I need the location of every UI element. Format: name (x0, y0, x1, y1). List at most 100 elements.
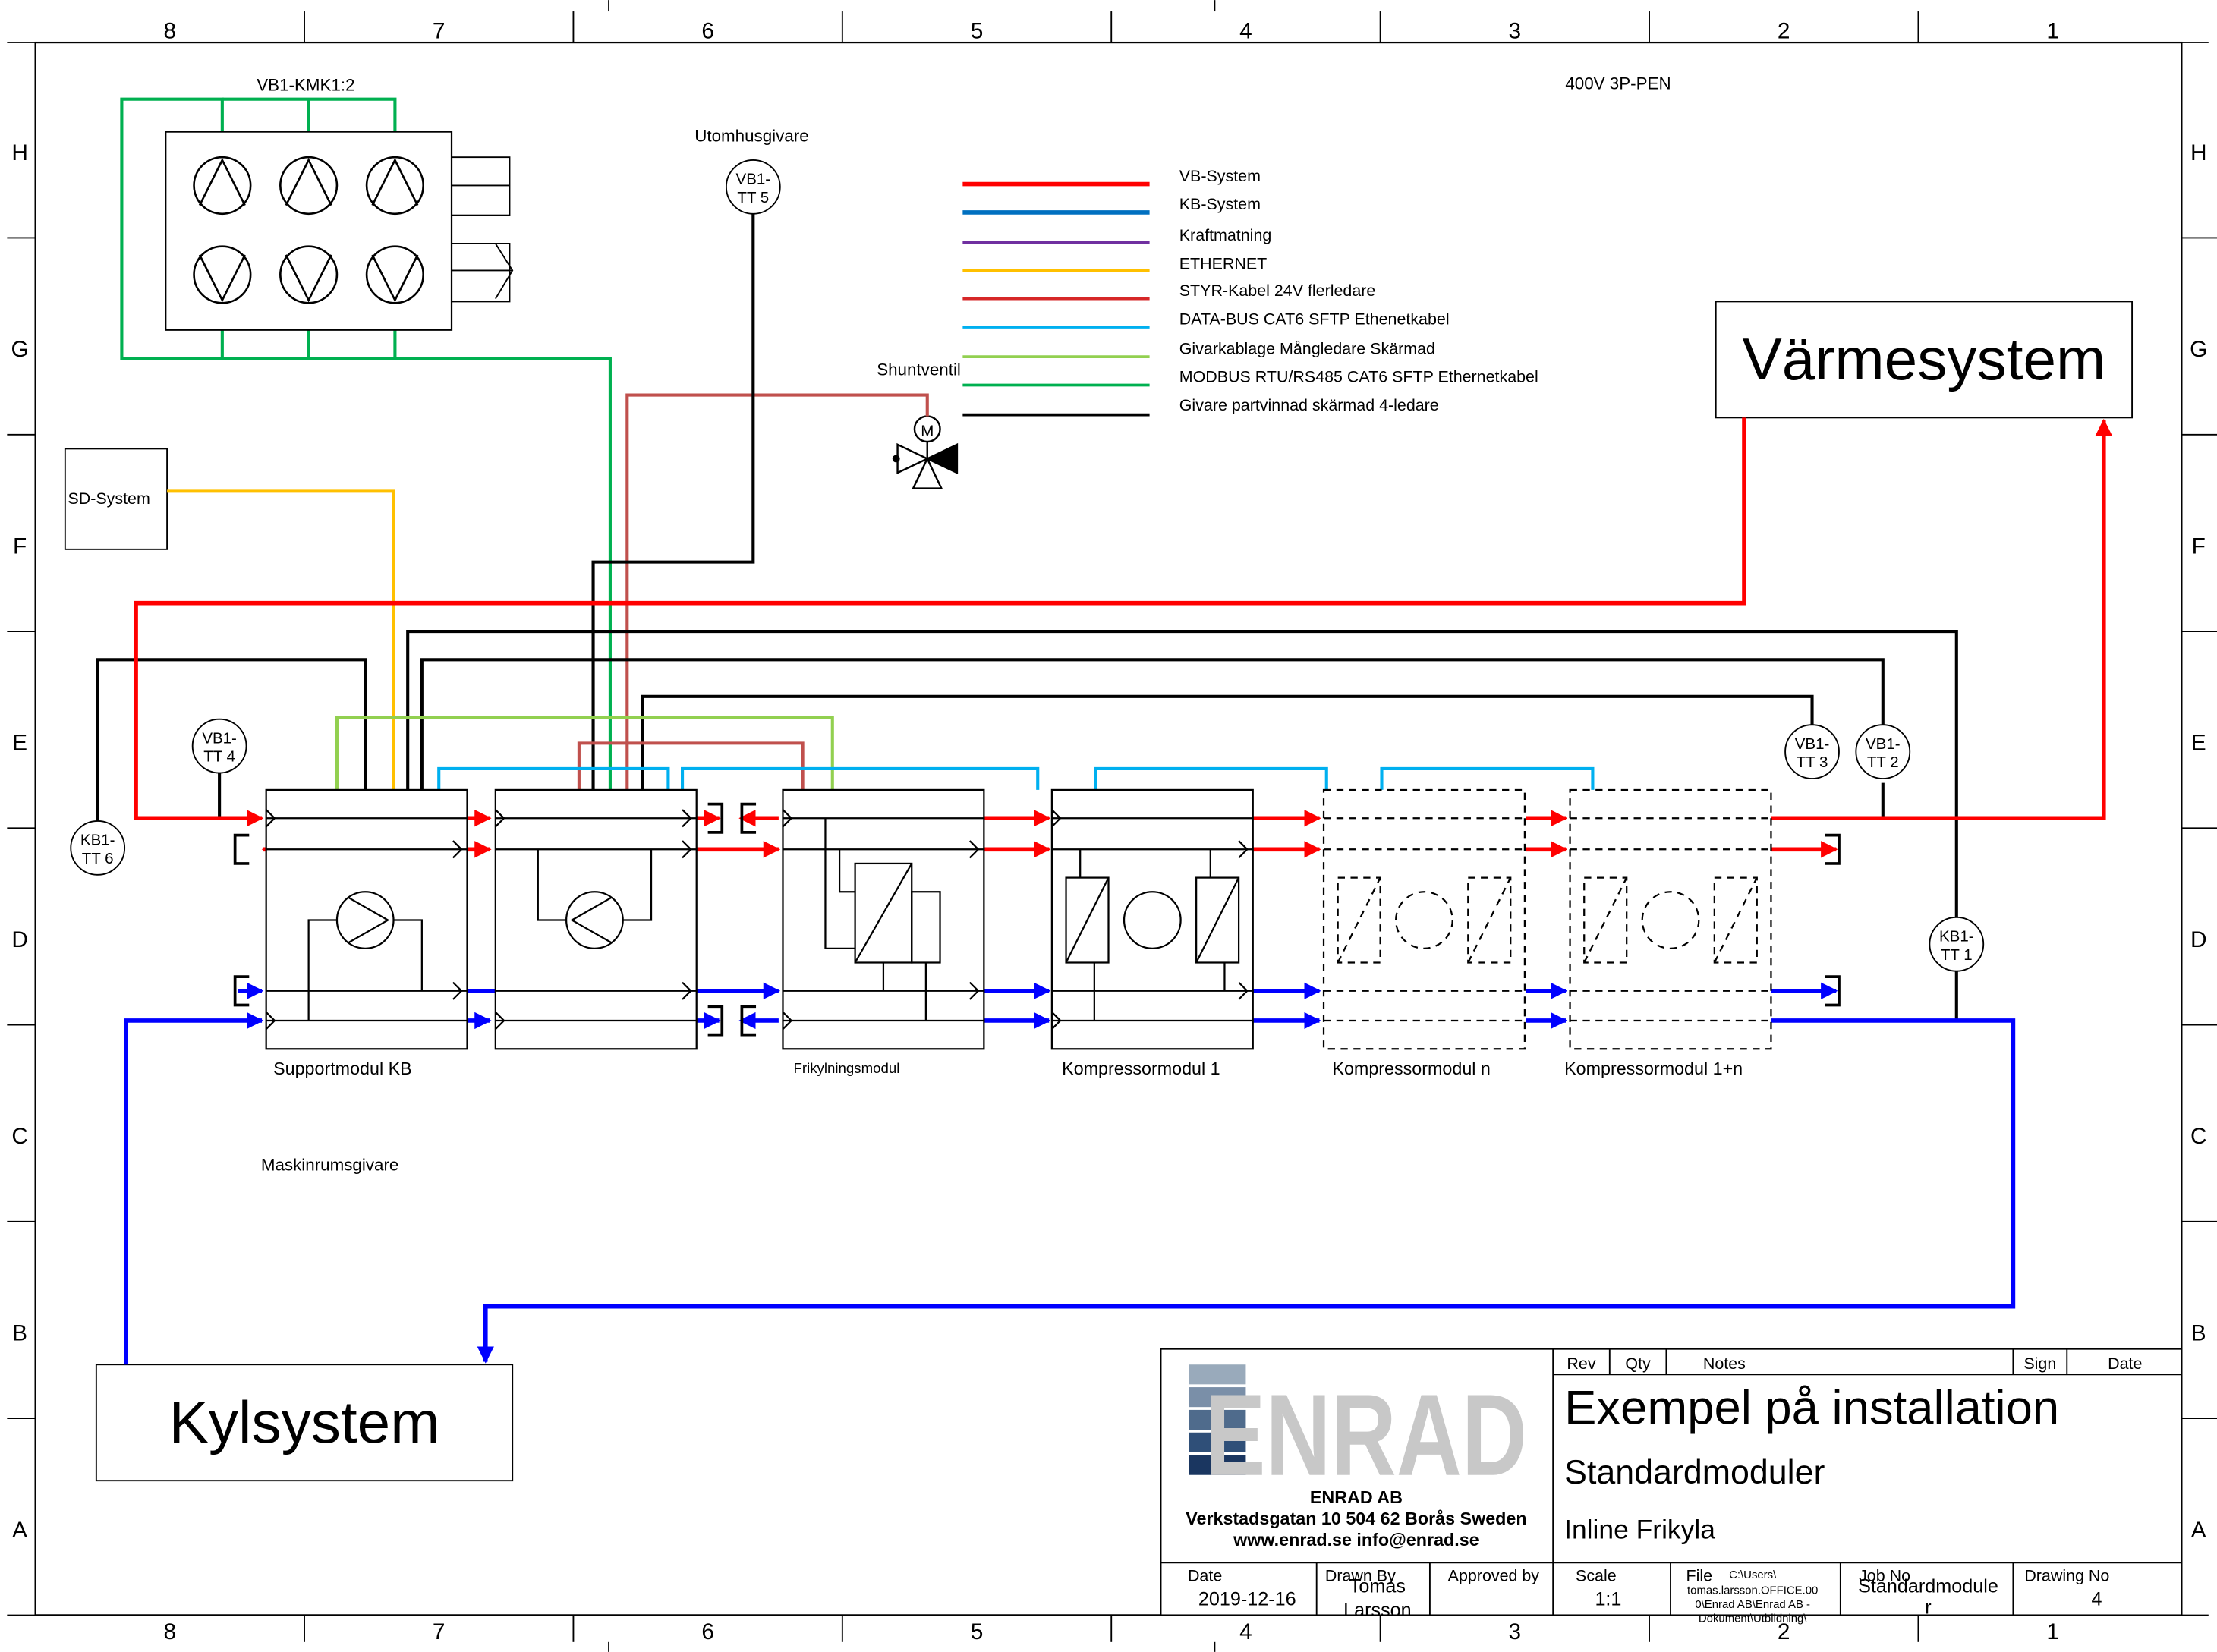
notes-header: Notes (1703, 1355, 1746, 1373)
sensor-vb1-tt4: VB1- TT 4 (191, 718, 247, 774)
sensor-tag-line1: KB1- (80, 832, 115, 849)
drawn-by-value: Tomas (1349, 1576, 1406, 1597)
sensor-harness (335, 716, 834, 790)
module-label: Kompressormodul n (1332, 1059, 1490, 1078)
title-block (1160, 1348, 2183, 1616)
module-pump (494, 788, 698, 1050)
shunt-label: Shuntventil (877, 360, 961, 379)
col-3-top: 3 (1509, 18, 1522, 43)
row-f-right: F (2192, 533, 2206, 559)
col-4-bottom: 4 (1239, 1619, 1252, 1644)
legend-label: ETHERNET (1179, 255, 1268, 273)
company-address: Verkstadsgatan 10 504 62 Borås Sweden (1186, 1509, 1526, 1528)
kmk-pump-unit (120, 97, 612, 722)
row-a-right: A (2191, 1518, 2206, 1543)
col-2-top: 2 (1778, 18, 1790, 43)
scale-value: 1:1 (1595, 1588, 1621, 1610)
cooling-system-box: Kylsystem (95, 1364, 514, 1482)
drawing-title: Exempel på installation (1564, 1382, 2059, 1435)
legend-label: DATA-BUS CAT6 SFTP Ethenetkabel (1179, 310, 1450, 328)
cooling-system-title: Kylsystem (169, 1389, 440, 1455)
col-3-bottom: 3 (1509, 1619, 1522, 1644)
sensor-tag-line2: TT 3 (1797, 754, 1828, 771)
shunt-valve-icon: M (892, 415, 959, 489)
file-path: 0\Enrad AB\Enrad AB - (1695, 1598, 1810, 1611)
data-bus (437, 766, 1595, 790)
row-markers-right: H G F E D C B A (2181, 140, 2217, 1543)
sensor-tag-line1: VB1- (1795, 735, 1830, 753)
sensor-tag-line1: VB1- (1866, 735, 1901, 753)
col-1-top: 1 (2046, 18, 2059, 43)
job-value: r (1925, 1597, 1931, 1619)
file-path: Dokument\Utbildning\ (1699, 1613, 1807, 1625)
col-5-bottom: 5 (971, 1619, 984, 1644)
ethernet-cable (167, 489, 395, 790)
enrad-logo: ENRAD (1189, 1364, 1527, 1500)
row-b-right: B (2191, 1321, 2206, 1346)
col-7-bottom: 7 (433, 1619, 446, 1644)
vb-pipes (134, 417, 2112, 858)
legend: VB-System KB-System Kraftmatning ETHERNE… (962, 167, 1538, 417)
approved-label: Approved by (1448, 1567, 1540, 1585)
row-h-left: H (11, 140, 28, 165)
drawing-number-value: 4 (2091, 1588, 2102, 1610)
sign-header: Sign (2023, 1355, 2056, 1373)
row-b-left: B (12, 1321, 27, 1346)
pump-icon (193, 156, 425, 304)
row-e-left: E (12, 731, 27, 756)
col-5-top: 5 (971, 18, 984, 43)
module-label: Frikylningsmodul (793, 1060, 899, 1076)
legend-label: KB-System (1179, 195, 1261, 213)
sensor-cables (96, 213, 1958, 1021)
logo-wordmark: ENRAD (1205, 1371, 1527, 1501)
drawing-subtitle-2: Inline Frikyla (1564, 1515, 1715, 1545)
row-c-right: C (2190, 1124, 2207, 1149)
legend-label: MODBUS RTU/RS485 CAT6 SFTP Ethernetkabel (1179, 368, 1538, 386)
row-markers-left: H G F E D C B A (7, 140, 36, 1543)
col-6-top: 6 (701, 18, 714, 43)
company-name: ENRAD AB (1310, 1487, 1403, 1507)
sensor-tag-line2: TT 1 (1941, 946, 1973, 964)
col-1-bottom: 1 (2046, 1619, 2059, 1644)
qty-header: Qty (1625, 1355, 1651, 1373)
job-label: Job No (1859, 1567, 1910, 1585)
sensor-tag-line1: KB1- (1939, 928, 1974, 946)
row-a-left: A (12, 1518, 27, 1543)
row-e-right: E (2191, 731, 2206, 756)
shunt-control-cable (625, 393, 929, 790)
date-value: 2019-12-16 (1198, 1588, 1296, 1610)
file-path: tomas.larsson.OFFICE.00 (1687, 1584, 1818, 1597)
module-label: Kompressormodul 1 (1062, 1059, 1220, 1078)
company-contact: www.enrad.se info@enrad.se (1233, 1530, 1479, 1550)
legend-label: Givare partvinnad skärmad 4-ledare (1179, 396, 1439, 414)
heating-system-title: Värmesystem (1743, 326, 2106, 392)
date-header: Date (2108, 1355, 2142, 1373)
sensor-vb1-tt2: VB1- TT 2 (1855, 724, 1911, 779)
legend-label: STYR-Kabel 24V flerledare (1179, 282, 1376, 300)
rev-header: Rev (1567, 1355, 1595, 1373)
sensor-vb1-tt5: VB1- TT 5 (725, 159, 781, 215)
sensor-tag-line1: VB1- (202, 729, 237, 747)
row-f-left: F (13, 533, 27, 559)
control-harness (577, 741, 805, 790)
file-label: File (1686, 1567, 1713, 1585)
col-4-top: 4 (1239, 18, 1252, 43)
module-label: Supportmodul KB (273, 1059, 412, 1078)
row-h-right: H (2190, 140, 2207, 165)
sensor-kb1-tt6: KB1- TT 6 (70, 820, 126, 876)
drawing-number-label: Drawing No (2024, 1567, 2109, 1585)
row-c-left: C (11, 1124, 28, 1149)
col-8-bottom: 8 (164, 1619, 177, 1644)
legend-label: Kraftmatning (1179, 226, 1272, 244)
drawn-by-label: Drawn By (1325, 1567, 1396, 1585)
row-g-left: G (11, 337, 29, 362)
sensor-tag-line2: TT 6 (82, 850, 114, 867)
drawn-by-value: Larsson (1343, 1600, 1412, 1621)
module-compressor-1 (1050, 788, 1254, 1050)
pipe-end-caps (233, 802, 1841, 1037)
sensor-vb1-tt3: VB1- TT 3 (1784, 724, 1840, 779)
heating-system-box: Värmesystem (1715, 301, 2134, 419)
row-g-right: G (2190, 337, 2207, 362)
module-free-cooling (782, 788, 985, 1050)
module-support-kb (265, 788, 468, 1050)
